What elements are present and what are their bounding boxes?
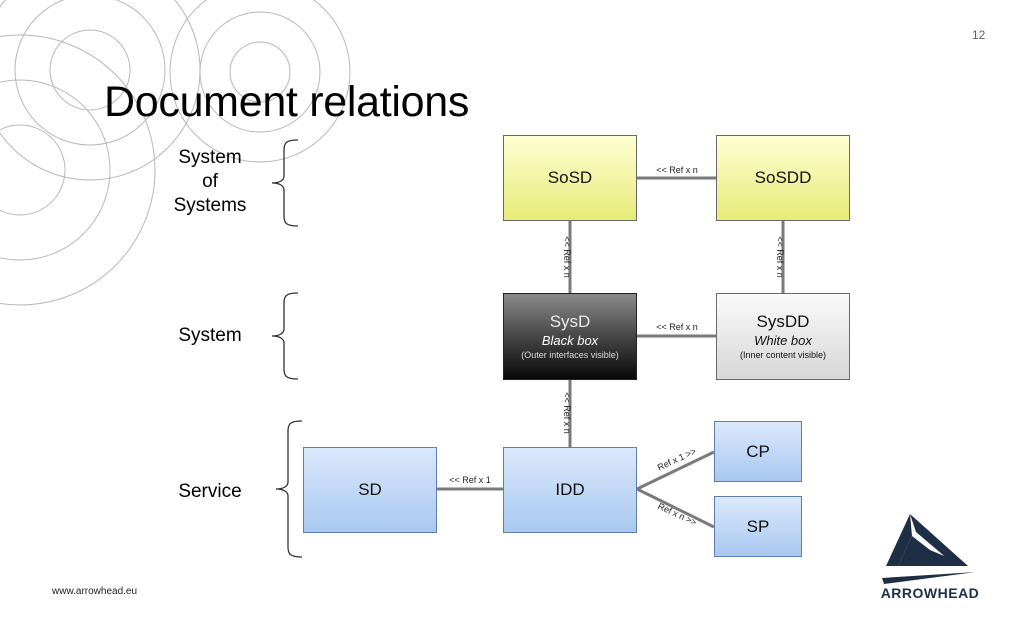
page-number: 12 (972, 28, 986, 42)
box-idd: IDD (503, 447, 637, 533)
box-cp: CP (714, 421, 802, 482)
box-sysd-title: SysD (549, 312, 591, 331)
brace-system (271, 292, 299, 380)
level-label-system: System (178, 325, 242, 346)
label-idd-sysd: << Ref x n (562, 392, 572, 434)
brace-sos (271, 139, 299, 227)
brace-service (275, 420, 303, 558)
label-sysd-sosd: << Ref x n (562, 236, 572, 278)
label-idd-sd: << Ref x 1 (449, 475, 491, 485)
box-sysdd-title: SysDD (756, 312, 810, 331)
box-sd: SD (303, 447, 437, 533)
box-idd-title: IDD (555, 480, 585, 499)
level-label-sos: System of Systems (173, 147, 247, 216)
box-cp-title: CP (746, 441, 770, 461)
label-sysdd-sosdd: << Ref x n (775, 236, 785, 278)
conn-idd-sp (636, 487, 715, 529)
footer-url: www.arrowhead.eu (52, 586, 138, 597)
label-idd-sp: Ref x n >> (656, 501, 698, 528)
logo-text: ARROWHEAD (880, 585, 980, 601)
arrowhead-logo-icon (882, 514, 976, 584)
box-sysd-subtitle: Black box (541, 333, 599, 348)
box-sysd: SysD Black box (Outer interfaces visible… (503, 293, 637, 380)
conn-idd-cp (636, 450, 715, 491)
slide-title: Document relations (104, 78, 470, 126)
box-sosdd-title: SoSDD (754, 168, 812, 187)
box-sysdd-subtitle: White box (754, 333, 812, 348)
level-label-service: Service (178, 481, 242, 502)
box-sosd: SoSD (503, 135, 637, 221)
box-sysdd-note: (Inner content visible) (739, 350, 827, 360)
box-sp: SP (714, 496, 802, 557)
box-sp-title: SP (746, 516, 770, 536)
box-sosd-title: SoSD (547, 168, 593, 187)
box-sd-title: SD (358, 480, 382, 499)
box-sysdd: SysDD White box (Inner content visible) (716, 293, 850, 380)
label-sysdd-sysd: << Ref x n (656, 322, 698, 332)
box-sosdd: SoSDD (716, 135, 850, 221)
box-sysd-note: (Outer interfaces visible) (521, 350, 619, 360)
label-sosdd-sosd: << Ref x n (656, 165, 698, 175)
